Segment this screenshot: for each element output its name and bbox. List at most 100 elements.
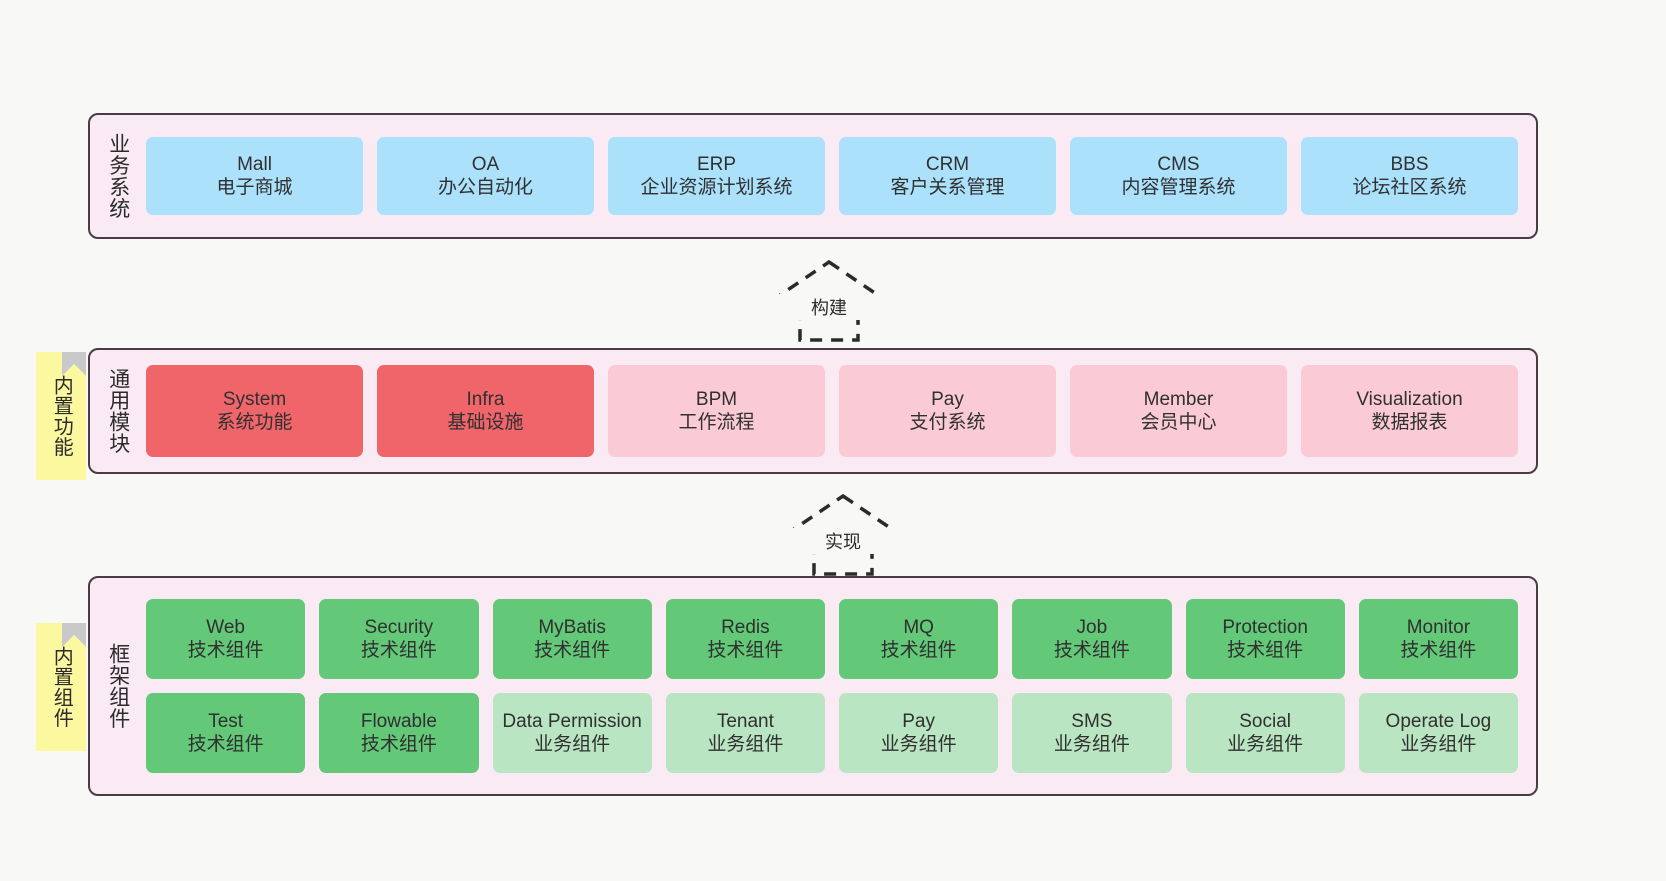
card-row: Mall 电子商城 OA 办公自动化 ERP 企业资源计划系统 CRM 客户关系… — [146, 137, 1518, 215]
layer-body-common-modules: System 系统功能 Infra 基础设施 BPM 工作流程 Pay 支付系统… — [140, 350, 1536, 472]
card-subtitle: 业务组件 — [880, 734, 957, 755]
card-subtitle: 支付系统 — [909, 412, 986, 433]
card-subtitle: 数据报表 — [1371, 412, 1448, 433]
note-fold-corner-icon — [62, 352, 86, 376]
card-subtitle: 技术组件 — [360, 734, 437, 755]
card-mybatis[interactable]: MyBatis 技术组件 — [492, 599, 652, 679]
card-title: Monitor — [1406, 616, 1471, 638]
card-title: Flowable — [360, 710, 437, 732]
sticky-note-label: 内置组件 — [50, 646, 73, 728]
card-pay-business[interactable]: Pay 业务组件 — [839, 693, 999, 773]
card-subtitle: 业务组件 — [707, 734, 784, 755]
card-social[interactable]: Social 业务组件 — [1185, 693, 1345, 773]
layer-title-business-systems: 业务系统 — [106, 133, 130, 219]
card-subtitle: 技术组件 — [360, 640, 437, 661]
card-title: Redis — [721, 616, 770, 638]
card-job[interactable]: Job 技术组件 — [1012, 599, 1172, 679]
card-subtitle: 技术组件 — [187, 734, 264, 755]
card-title: CMS — [1157, 153, 1200, 175]
card-member[interactable]: Member 会员中心 — [1070, 365, 1287, 457]
card-tenant[interactable]: Tenant 业务组件 — [665, 693, 825, 773]
card-title: Tenant — [716, 710, 774, 732]
layer-business-systems: 业务系统 Mall 电子商城 OA 办公自动化 ERP 企业资源计划系统 CRM… — [88, 113, 1538, 239]
layer-common-modules: 通用模块 System 系统功能 Infra 基础设施 BPM 工作流程 Pay… — [88, 348, 1538, 474]
card-title: Visualization — [1356, 388, 1463, 410]
card-mq[interactable]: MQ 技术组件 — [839, 599, 999, 679]
card-subtitle: 工作流程 — [678, 412, 755, 433]
card-data-permission[interactable]: Data Permission 业务组件 — [492, 693, 652, 773]
card-subtitle: 技术组件 — [534, 640, 611, 661]
card-bbs[interactable]: BBS 论坛社区系统 — [1301, 137, 1518, 215]
card-visualization[interactable]: Visualization 数据报表 — [1301, 365, 1518, 457]
card-title: Job — [1076, 616, 1108, 638]
card-title: Pay — [902, 710, 935, 732]
card-operate-log[interactable]: Operate Log 业务组件 — [1358, 693, 1518, 773]
card-subtitle: 技术组件 — [1227, 640, 1304, 661]
card-title: System — [222, 388, 287, 410]
card-title: ERP — [696, 153, 737, 175]
card-subtitle: 技术组件 — [1053, 640, 1130, 661]
arrow-build-label: 构建 — [756, 294, 902, 320]
card-title: Test — [208, 710, 244, 732]
card-subtitle: 客户关系管理 — [890, 177, 1005, 198]
arrow-build: 构建 — [756, 258, 902, 344]
card-subtitle: 内容管理系统 — [1121, 177, 1236, 198]
card-oa[interactable]: OA 办公自动化 — [377, 137, 594, 215]
card-title: SMS — [1071, 710, 1113, 732]
card-title: Security — [364, 616, 434, 638]
card-title: Operate Log — [1385, 710, 1492, 732]
card-web[interactable]: Web 技术组件 — [146, 599, 306, 679]
card-subtitle: 系统功能 — [216, 412, 293, 433]
sticky-note-builtin-component: 内置组件 — [36, 623, 86, 751]
card-protection[interactable]: Protection 技术组件 — [1185, 599, 1345, 679]
card-subtitle: 电子商城 — [216, 177, 293, 198]
card-crm[interactable]: CRM 客户关系管理 — [839, 137, 1056, 215]
card-subtitle: 论坛社区系统 — [1352, 177, 1467, 198]
card-title: Data Permission — [502, 710, 642, 732]
card-title: BPM — [695, 388, 738, 410]
card-subtitle: 业务组件 — [1053, 734, 1130, 755]
card-title: Protection — [1222, 616, 1308, 638]
card-subtitle: 业务组件 — [1227, 734, 1304, 755]
card-row: System 系统功能 Infra 基础设施 BPM 工作流程 Pay 支付系统… — [146, 365, 1518, 457]
card-erp[interactable]: ERP 企业资源计划系统 — [608, 137, 825, 215]
card-title: Pay — [931, 388, 964, 410]
card-subtitle: 基础设施 — [447, 412, 524, 433]
card-infra[interactable]: Infra 基础设施 — [377, 365, 594, 457]
card-monitor[interactable]: Monitor 技术组件 — [1358, 599, 1518, 679]
card-flowable[interactable]: Flowable 技术组件 — [319, 693, 479, 773]
card-title: BBS — [1390, 153, 1429, 175]
card-test[interactable]: Test 技术组件 — [146, 693, 306, 773]
card-title: Infra — [466, 388, 505, 410]
card-row: Web 技术组件 Security 技术组件 MyBatis 技术组件 Redi… — [146, 599, 1518, 679]
card-subtitle: 技术组件 — [1400, 640, 1477, 661]
card-subtitle: 技术组件 — [707, 640, 784, 661]
card-subtitle: 技术组件 — [880, 640, 957, 661]
sticky-note-label: 内置功能 — [50, 375, 73, 457]
card-title: Member — [1143, 388, 1214, 410]
card-mall[interactable]: Mall 电子商城 — [146, 137, 363, 215]
card-title: Social — [1239, 710, 1291, 732]
card-title: MyBatis — [538, 616, 606, 638]
layer-body-framework-components: Web 技术组件 Security 技术组件 MyBatis 技术组件 Redi… — [140, 578, 1536, 794]
layer-title-framework-components: 框架组件 — [106, 643, 130, 729]
card-sms[interactable]: SMS 业务组件 — [1012, 693, 1172, 773]
card-title: CRM — [925, 153, 970, 175]
card-system[interactable]: System 系统功能 — [146, 365, 363, 457]
card-row: Test 技术组件 Flowable 技术组件 Data Permission … — [146, 693, 1518, 773]
card-bpm[interactable]: BPM 工作流程 — [608, 365, 825, 457]
card-title: OA — [471, 153, 500, 175]
card-subtitle: 技术组件 — [187, 640, 264, 661]
sticky-note-builtin-feature: 内置功能 — [36, 352, 86, 480]
card-title: Web — [206, 616, 245, 638]
card-subtitle: 会员中心 — [1140, 412, 1217, 433]
layer-title-common-modules: 通用模块 — [106, 368, 130, 454]
card-pay[interactable]: Pay 支付系统 — [839, 365, 1056, 457]
card-redis[interactable]: Redis 技术组件 — [665, 599, 825, 679]
card-title: Mall — [237, 153, 272, 175]
card-subtitle: 企业资源计划系统 — [640, 177, 793, 198]
card-security[interactable]: Security 技术组件 — [319, 599, 479, 679]
layer-body-business-systems: Mall 电子商城 OA 办公自动化 ERP 企业资源计划系统 CRM 客户关系… — [140, 115, 1536, 237]
card-cms[interactable]: CMS 内容管理系统 — [1070, 137, 1287, 215]
